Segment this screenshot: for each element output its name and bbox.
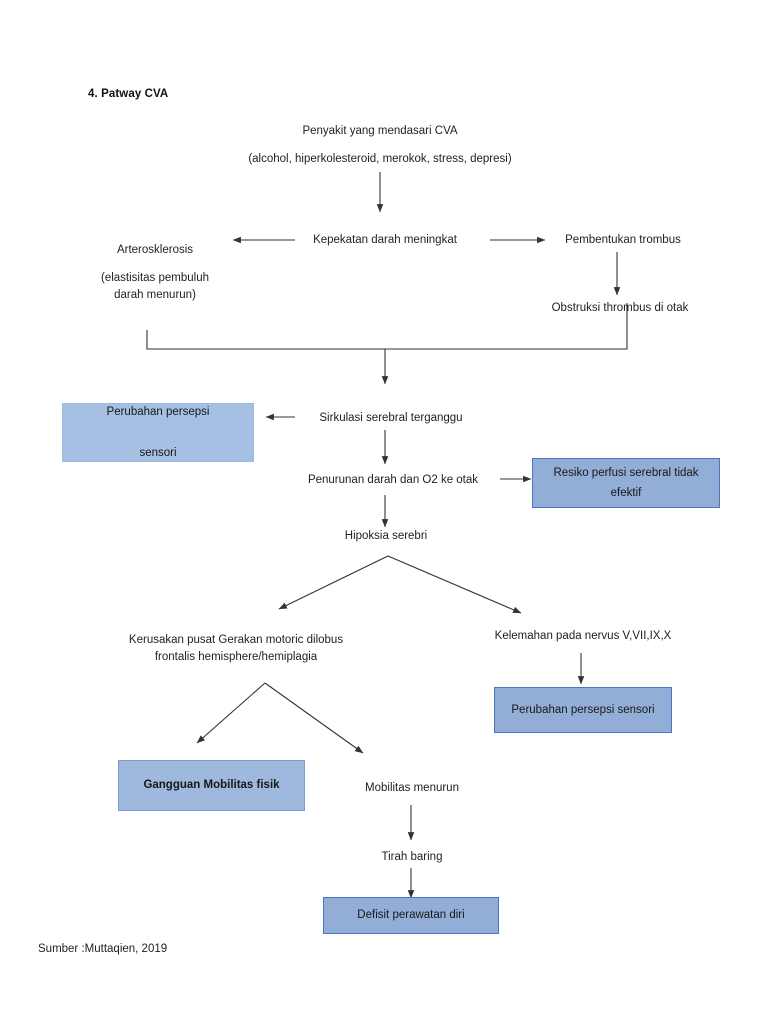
node-faktor-risiko: (alcohol, hiperkolesteroid, merokok, str… <box>248 153 512 165</box>
node-penyakit-mendasari: Penyakit yang mendasari CVA <box>302 125 458 137</box>
node-arterosklerosis: Arterosklerosis <box>116 244 194 256</box>
box-resiko-perfusi-serebral-tidak-efektif: Resiko perfusi serebral tidak efektif <box>532 458 720 508</box>
page-heading: 4. Patway CVA <box>88 88 169 100</box>
node-hipoksia-serebri: Hipoksia serebri <box>344 530 428 542</box>
node-kerusakan-pusat-gerakan-motoric: Kerusakan pusat Gerakan motoric dilobus … <box>128 634 344 664</box>
box-perubahan-persepsi-sensori-kanan: Perubahan persepsi sensori <box>494 687 672 733</box>
node-elastisitas-pembuluh-darah-menurun: (elastisitas pembuluh darah menurun) <box>100 272 210 302</box>
box-perubahan-persepsi-sensori-kiri: Perubahan persepsi sensori <box>62 403 254 462</box>
node-pembentukan-trombus: Pembentukan trombus <box>565 234 681 246</box>
source-citation: Sumber :Muttaqien, 2019 <box>38 943 168 955</box>
node-sirkulasi-serebral-terganggu: Sirkulasi serebral terganggu <box>319 412 463 424</box>
node-obstruksi-thrombus-di-otak: Obstruksi thrombus di otak <box>551 302 689 314</box>
node-kelemahan-pada-nervus: Kelemahan pada nervus V,VII,IX,X <box>494 630 672 642</box>
box-gangguan-mobilitas-fisik: Gangguan Mobilitas fisik <box>118 760 305 811</box>
node-tirah-baring: Tirah baring <box>381 851 443 863</box>
node-kepekatan-darah-meningkat: Kepekatan darah meningkat <box>313 234 457 246</box>
node-mobilitas-menurun: Mobilitas menurun <box>365 782 459 794</box>
box-defisit-perawatan-diri: Defisit perawatan diri <box>323 897 499 934</box>
node-penurunan-darah-dan-o2-ke-otak: Penurunan darah dan O2 ke otak <box>307 474 479 486</box>
